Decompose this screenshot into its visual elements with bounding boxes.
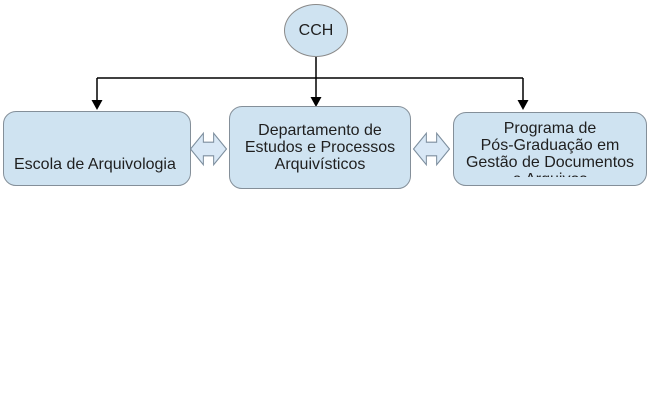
node-ppg-label-line1: Programa de (503, 120, 597, 137)
node-depa-label-line3: Arquivísticos (274, 156, 366, 173)
node-programa-pos-graduacao-gestao-documentos: Programa de Pós-Graduação em Gestão de D… (453, 112, 647, 186)
node-depa-label-line1: Departamento de (258, 122, 382, 139)
node-escola-label: Escola de Arquivologia (14, 156, 176, 173)
node-cch: CCH (284, 4, 348, 57)
node-cch-label: CCH (298, 21, 334, 39)
left-right-arrow-shape (190, 131, 227, 167)
left-right-arrow-shape (413, 131, 450, 167)
arrowhead-down-right (517, 100, 529, 110)
arrowhead-down-left (91, 100, 103, 110)
node-ppg-label-line3: Gestão de Documentos (465, 154, 635, 171)
node-ppg-label-line4-clipped: e Arquivos (456, 171, 644, 177)
node-depa-label-line2: Estudos e Processos (244, 139, 396, 156)
connector-lines (96, 57, 524, 101)
node-departamento-estudos-processos-arquivisticos: Departamento de Estudos e Processos Arqu… (229, 106, 411, 189)
double-arrow-icon (413, 131, 450, 167)
double-arrow-icon (190, 131, 227, 167)
arrowhead-down-center (310, 97, 322, 107)
node-escola-de-arquivologia: Escola de Arquivologia (3, 111, 191, 186)
node-ppg-label-line2: Pós-Graduação em (480, 137, 620, 154)
node-ppg-text-clip: Programa de Pós-Graduação em Gestão de D… (456, 120, 644, 177)
